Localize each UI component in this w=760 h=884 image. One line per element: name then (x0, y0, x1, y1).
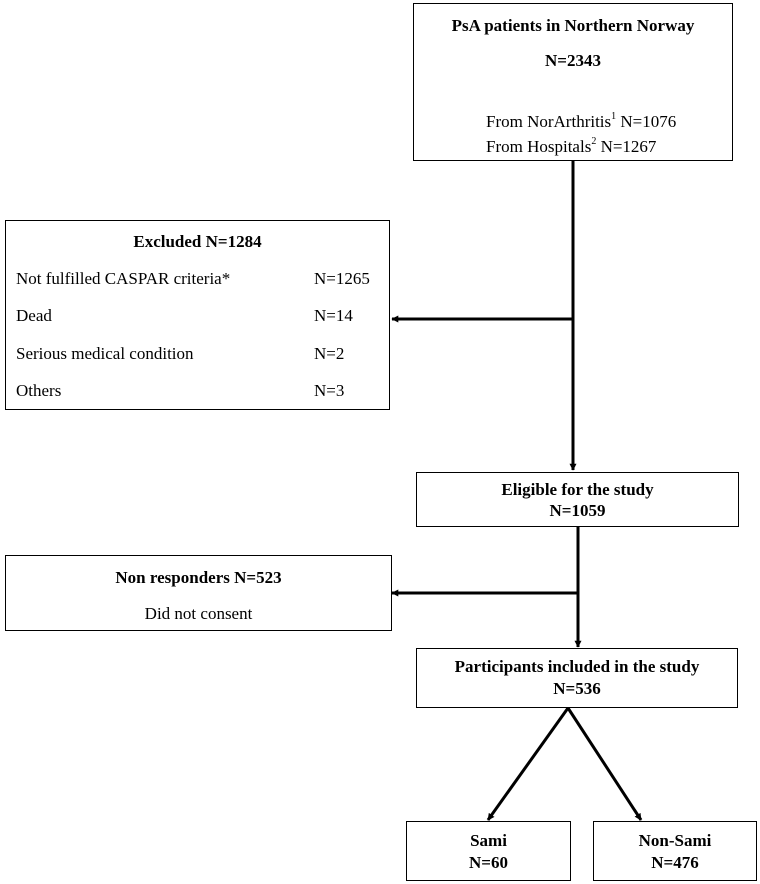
excluded-row-label: Dead (16, 306, 52, 325)
excluded-row-label: Not fulfilled CASPAR criteria* (16, 269, 231, 288)
source-line-norarthritis: From NorArthritis1 N=1076 (486, 111, 677, 131)
eligible-title: Eligible for the study (501, 480, 654, 499)
nonresponders-box: Non responders N=523 Did not consent (5, 555, 392, 631)
group-n: N=476 (651, 853, 699, 872)
nonresponders-reason: Did not consent (144, 604, 253, 623)
group-title: Non-Sami (638, 831, 712, 850)
nonresponders-title: Non responders N=523 (115, 568, 282, 587)
excluded-title: Excluded N=1284 (133, 232, 262, 251)
eligible-box: Eligible for the study N=1059 (416, 472, 739, 527)
group-title: Sami (470, 831, 507, 850)
group-box-non-sami: Non-Sami N=476 (593, 821, 757, 881)
excluded-box: Excluded N=1284 Not fulfilled CASPAR cri… (5, 220, 390, 410)
source-title: PsA patients in Northern Norway (451, 16, 695, 35)
excluded-row-label: Serious medical condition (16, 344, 194, 363)
participants-n: N=536 (553, 679, 601, 698)
arrow-to-sami (486, 707, 570, 821)
source-line-hospitals: From Hospitals2 N=1267 (486, 136, 657, 156)
eligible-n: N=1059 (549, 501, 606, 520)
group-n: N=60 (469, 853, 508, 872)
group-box-sami: Sami N=60 (406, 821, 571, 881)
excluded-row-label: Others (16, 381, 62, 400)
excluded-row-n: N=2 (314, 344, 345, 363)
excluded-row-n: N=1265 (314, 269, 370, 288)
participants-title: Participants included in the study (454, 657, 700, 676)
arrow-to-non-sami (566, 707, 643, 821)
excluded-row-n: N=14 (314, 306, 353, 325)
source-box: PsA patients in Northern Norway N=2343 F… (413, 3, 733, 161)
excluded-row-n: N=3 (314, 381, 345, 400)
participants-box: Participants included in the study N=536 (416, 648, 738, 708)
source-n: N=2343 (545, 51, 601, 70)
